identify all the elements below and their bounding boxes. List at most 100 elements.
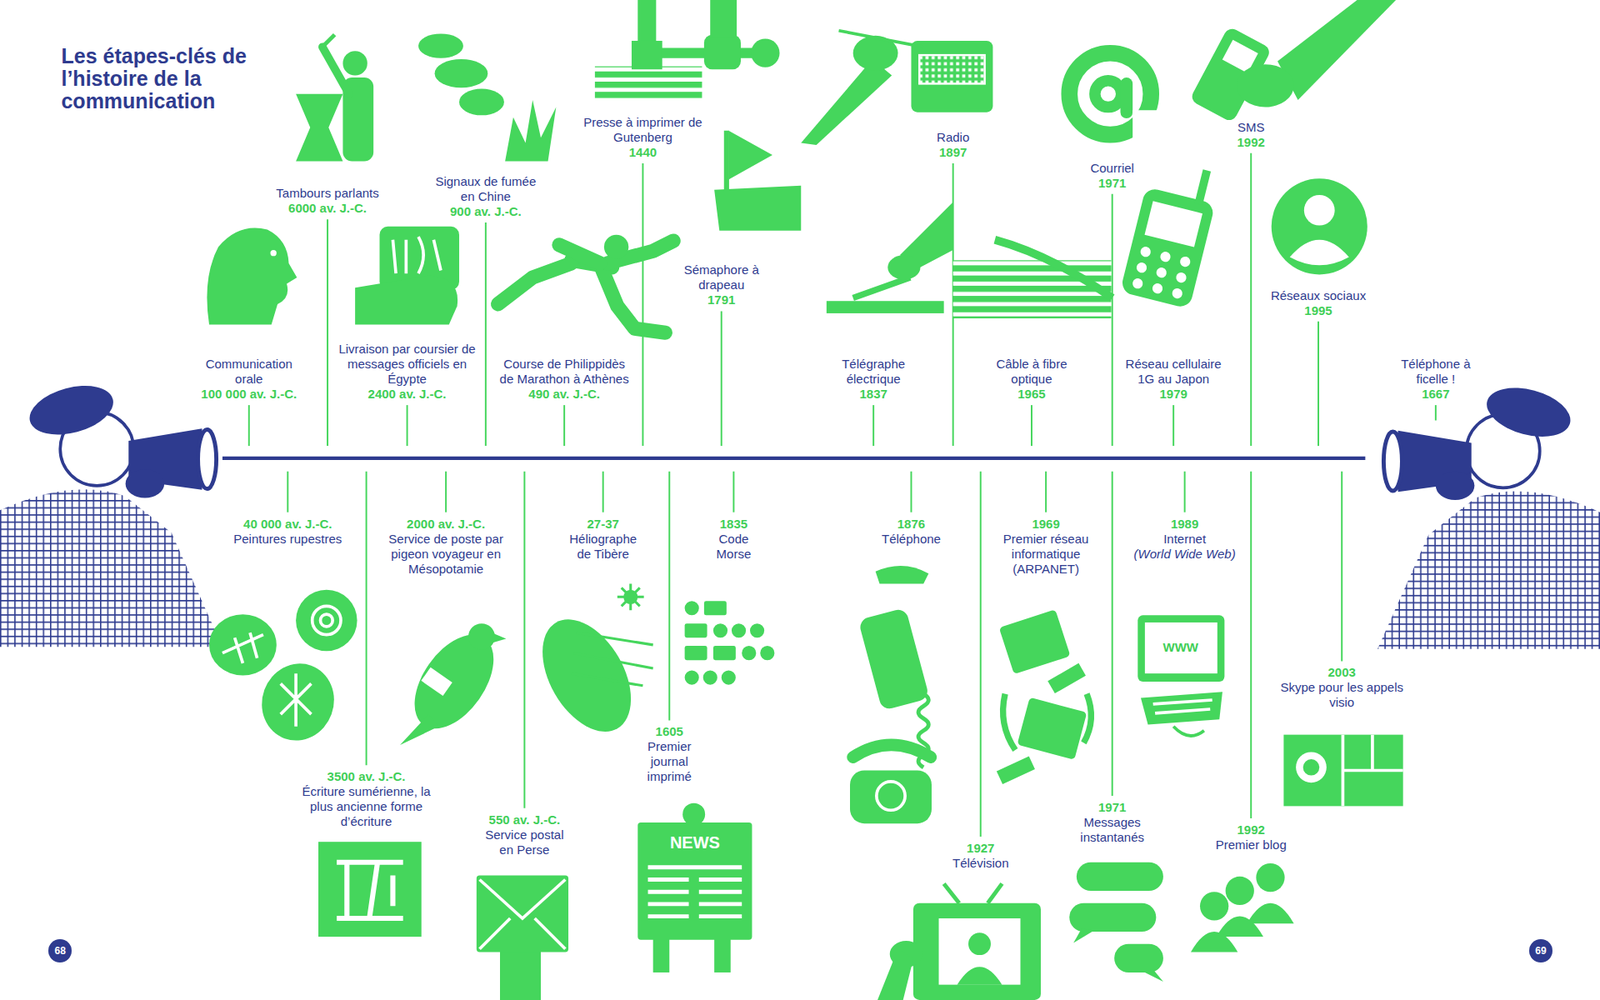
timeline-entry: Réseaux sociaux1995: [1255, 288, 1381, 319]
green-icons: [1290, 240, 1350, 266]
leader-line: [1111, 194, 1114, 446]
green-icons: [1200, 891, 1229, 920]
green-icons: [1190, 931, 1238, 952]
green-icons: [1003, 694, 1016, 750]
green-icons: [459, 89, 505, 116]
green-icons: [250, 653, 345, 751]
event-name: Skype pour les appels visio: [1270, 680, 1413, 710]
event-date: 6000 av. J.-C.: [256, 200, 399, 216]
speaker-figure: [0, 489, 223, 647]
green-icons: [1139, 245, 1152, 259]
event-name: Téléphone à ficelle !: [1399, 356, 1473, 387]
timeline-entry: Téléphone à ficelle !1667: [1399, 356, 1473, 402]
leader-line: [1172, 405, 1175, 446]
green-icons: [595, 66, 703, 100]
green-icons: [685, 645, 708, 660]
green-icons: [704, 600, 727, 615]
green-icons: [913, 903, 1041, 1000]
green-icons: [637, 0, 656, 46]
green-icons: [1142, 969, 1163, 982]
green-icons: [295, 590, 357, 651]
green-icons: [1095, 80, 1122, 108]
timeline-entry: 3500 av. J.-C.Écriture sumérienne, la pl…: [300, 769, 434, 830]
event-date: 100 000 av. J.-C.: [196, 386, 301, 402]
green-icons: [1153, 700, 1213, 714]
green-icons: [953, 260, 1112, 319]
event-name: Premier réseau informatique (ARPANET): [996, 531, 1095, 577]
green-icons: [206, 228, 297, 325]
event-date: 1989: [1122, 516, 1248, 532]
green-icons: [1173, 726, 1205, 736]
leader-line: [445, 471, 447, 513]
event-date: 27-37: [561, 516, 645, 532]
leader-line: [872, 405, 875, 446]
green-icons: [910, 40, 993, 113]
green-icons: [637, 822, 752, 940]
green-icons: [750, 623, 765, 638]
green-icons: [1194, 169, 1211, 205]
event-date: 1791: [681, 292, 761, 308]
green-icons: [491, 632, 506, 643]
green-icons: [400, 714, 440, 745]
timeline-entry: Télégraphe électrique1837: [830, 356, 918, 402]
event-date: 1835: [707, 516, 760, 532]
event-name: Télégraphe électrique: [830, 356, 918, 387]
leader-line: [1435, 405, 1437, 420]
green-icons: [1131, 277, 1145, 290]
green-icons: [1225, 876, 1255, 905]
event-name: Héliographe de Tibère: [561, 531, 645, 562]
leader-lines: [249, 153, 1436, 837]
event-date: 1927: [930, 840, 1031, 856]
event-date: 1897: [911, 145, 995, 160]
event-name: Signaux de fumée en Chine: [429, 174, 542, 205]
event-name: Service postal en Perse: [476, 827, 573, 858]
timeline-entry: Câble à fibre optique1965: [983, 356, 1080, 402]
green-icons: [505, 100, 556, 161]
event-name: Radio: [911, 130, 995, 145]
event-date: 490 av. J.-C.: [495, 386, 634, 402]
timeline-entry: 1989Internet(World Wide Web): [1122, 516, 1248, 562]
green-icons: [500, 949, 541, 1000]
green-icons: [876, 781, 905, 810]
green-icons: [741, 645, 756, 660]
event-name: Réseau cellulaire 1G au Japon: [1119, 356, 1228, 387]
green-icons: [853, 277, 911, 298]
event-name: Courriel: [1070, 160, 1155, 176]
green-icons: [839, 30, 925, 48]
green-icons: [721, 670, 736, 685]
leader-line: [563, 405, 565, 446]
leader-line: [1250, 153, 1252, 446]
leader-line: [1111, 471, 1114, 796]
green-icons: [209, 614, 277, 675]
green-icons: [760, 645, 775, 660]
event-date: 550 av. J.-C.: [476, 812, 573, 828]
green-icons: [648, 867, 743, 917]
leader-line: [1340, 471, 1343, 662]
speaker-figure: [198, 430, 217, 490]
timeline-entry: 1927Télévision: [930, 840, 1031, 871]
green-icons: [398, 620, 510, 743]
green-icons: [435, 59, 489, 88]
event-name: Télévision: [930, 855, 1031, 871]
leader-line: [365, 471, 368, 766]
green-icons: [206, 0, 1403, 1000]
leader-line: [668, 471, 670, 721]
leader-line: [1045, 471, 1047, 513]
green-icons: [355, 275, 458, 325]
event-name: Internet: [1122, 531, 1248, 547]
green-icons: [1283, 735, 1403, 807]
speaker-figure: [1377, 379, 1600, 649]
event-date: 40 000 av. J.-C.: [216, 516, 359, 532]
event-date: 1440: [582, 145, 704, 160]
green-icons: [957, 966, 1003, 985]
timeline-entry: Communication orale100 000 av. J.-C.: [196, 356, 301, 402]
green-icons: [1047, 663, 1086, 694]
green-icons: [968, 932, 991, 955]
green-icons: [1145, 622, 1218, 674]
green-icons: [1277, 0, 1396, 100]
leader-line: [286, 471, 289, 513]
event-name: SMS: [1217, 120, 1285, 135]
green-icons: [710, 0, 737, 37]
green-icons: [1216, 916, 1264, 937]
green-icons: [853, 745, 931, 758]
